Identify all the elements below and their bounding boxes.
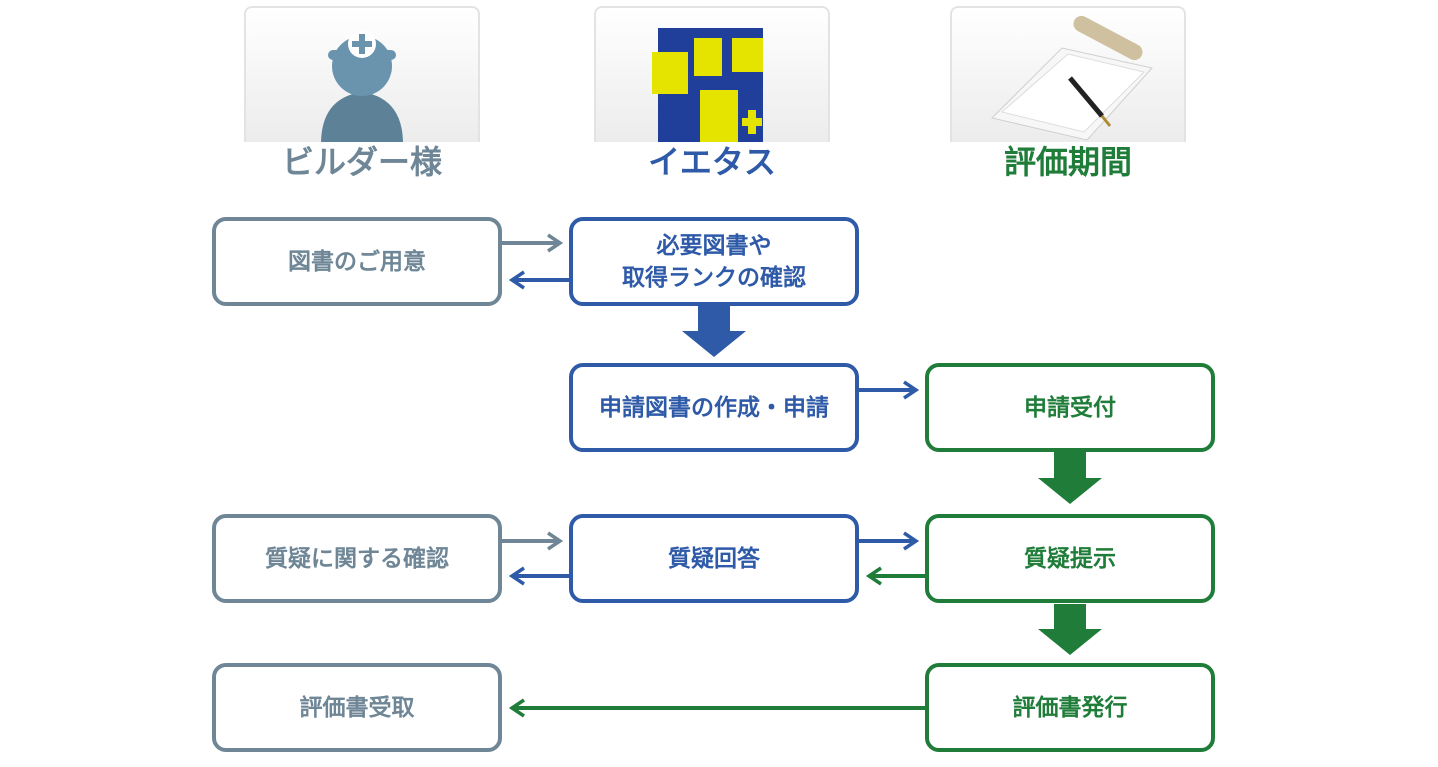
column-title-evaluator: 評価期間 [1003, 143, 1132, 181]
builder-icon-card [244, 6, 480, 142]
ietasu-logo-icon [652, 28, 763, 142]
step-issue-report: 評価書発行 [925, 663, 1215, 752]
step-confirm-docs-rank: 必要図書や 取得ランクの確認 [569, 217, 859, 306]
step-confirm-line1: 必要図書や [656, 232, 772, 259]
step-create-apply: 申請図書の作成・申請 [569, 363, 859, 452]
step-answer-label: 質疑回答 [668, 545, 760, 572]
document-pen-icon [991, 15, 1153, 141]
step-answer: 質疑回答 [569, 514, 859, 603]
step-create-apply-label: 申請図書の作成・申請 [599, 394, 829, 421]
arrow-present-to-issue [1038, 604, 1102, 655]
step-present-question: 質疑提示 [925, 514, 1215, 603]
step-present-question-label: 質疑提示 [1024, 545, 1116, 572]
step-confirm-question-label: 質疑に関する確認 [265, 545, 449, 572]
step-prepare-docs: 図書のご用意 [212, 217, 502, 306]
evaluator-icon-card [950, 6, 1186, 142]
step-accept: 申請受付 [925, 363, 1215, 452]
column-title-ietasu: イエタス [648, 143, 776, 181]
step-receive-report-label: 評価書受取 [299, 694, 415, 721]
arrow-confirm-to-create [682, 306, 746, 357]
arrow-accept-to-present [1038, 452, 1102, 504]
step-prepare-docs-label: 図書のご用意 [288, 248, 426, 275]
column-title-builder: ビルダー様 [281, 143, 442, 181]
ietasu-icon-card [594, 6, 830, 142]
builder-person-icon [321, 30, 403, 142]
step-receive-report: 評価書受取 [212, 663, 502, 752]
step-accept-label: 申請受付 [1024, 394, 1116, 421]
step-issue-report-label: 評価書発行 [1012, 694, 1128, 721]
step-confirm-question: 質疑に関する確認 [212, 514, 502, 603]
step-confirm-line2: 取得ランクの確認 [622, 264, 806, 291]
